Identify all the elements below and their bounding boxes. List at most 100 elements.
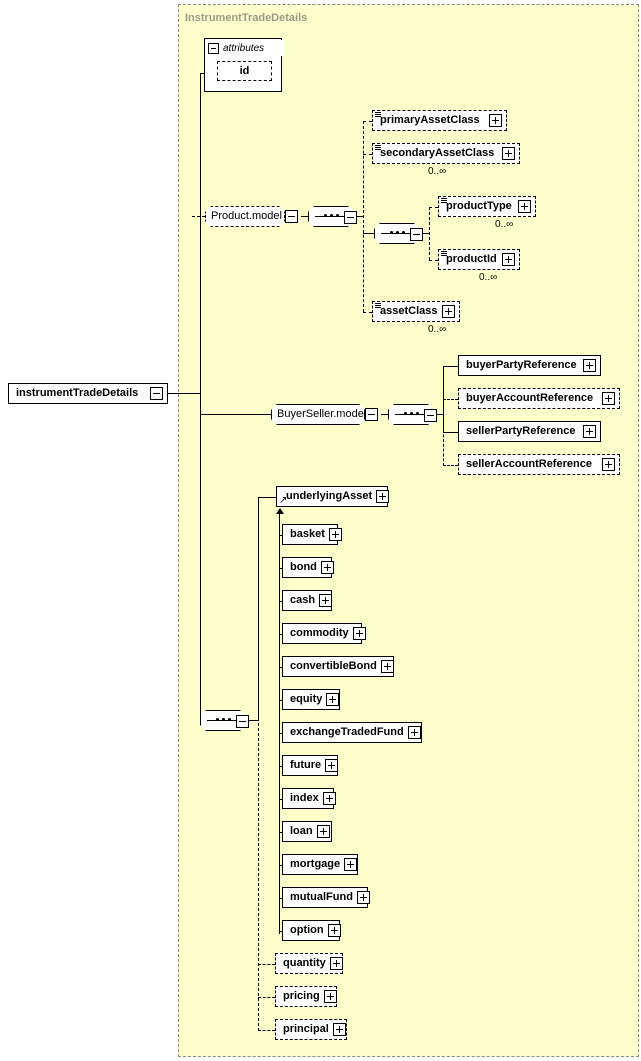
plus-icon[interactable] — [380, 660, 394, 673]
connector-secondaryAssetClass — [363, 154, 372, 155]
plus-icon[interactable] — [326, 693, 340, 706]
element-productType[interactable]: productType — [438, 196, 539, 222]
nested-branch-vertical — [429, 207, 430, 260]
element-primaryAssetClass[interactable]: primaryAssetClass — [372, 110, 510, 136]
element-underlyingAsset[interactable]: ↗ underlyingAsset — [276, 486, 391, 512]
plus-icon[interactable] — [319, 594, 333, 607]
element-principal[interactable]: principal — [275, 1019, 350, 1045]
plus-icon[interactable] — [583, 359, 596, 372]
element-label: secondaryAssetClass — [380, 147, 495, 159]
sequence-icon — [375, 303, 381, 309]
connector-assetClass — [363, 312, 372, 313]
connector-trunk-to-product-model — [192, 216, 205, 217]
occurrence-label: 0..∞ — [428, 324, 447, 335]
plus-icon[interactable] — [489, 114, 502, 127]
minus-icon[interactable] — [150, 387, 163, 400]
attribute-id[interactable]: id — [217, 61, 275, 86]
sequence-icon — [441, 251, 447, 257]
plus-icon[interactable] — [583, 425, 596, 438]
element-secondaryAssetClass[interactable]: secondaryAssetClass — [372, 143, 523, 169]
element-pricing[interactable]: pricing — [275, 986, 340, 1012]
element-sellerAccountReference[interactable]: sellerAccountReference — [458, 454, 623, 480]
connector-trunk-to-buyerseller-model — [200, 414, 271, 415]
plus-icon[interactable] — [332, 1023, 346, 1036]
minus-icon[interactable] — [236, 715, 249, 728]
element-basket[interactable]: basket — [282, 524, 342, 550]
connector-commodity — [279, 634, 284, 635]
element-mortgage[interactable]: mortgage — [282, 854, 361, 880]
plus-icon[interactable] — [502, 147, 515, 160]
model-group-buyerseller[interactable]: BuyerSeller.model — [271, 404, 382, 425]
model-group-product[interactable]: Product.model — [205, 206, 302, 227]
plus-icon[interactable] — [327, 924, 341, 937]
attributes-header[interactable]: attributes — [205, 40, 284, 56]
element-index[interactable]: index — [282, 788, 337, 814]
minus-icon[interactable] — [365, 408, 378, 421]
element-commodity[interactable]: commodity — [282, 623, 366, 649]
root-element-instrumentTradeDetails[interactable]: instrumentTradeDetails — [8, 383, 171, 409]
minus-icon[interactable] — [208, 42, 219, 54]
element-label: mortgage — [290, 858, 341, 870]
element-exchangeTradedFund[interactable]: exchangeTradedFund — [282, 722, 425, 748]
plus-icon[interactable] — [329, 957, 343, 970]
connector-equity — [279, 700, 284, 701]
occurrence-label: 0..∞ — [495, 219, 514, 230]
element-bond[interactable]: bond — [282, 557, 335, 583]
element-cash[interactable]: cash — [282, 590, 335, 616]
element-buyerPartyReference[interactable]: buyerPartyReference — [458, 355, 604, 381]
trunk-line — [200, 73, 201, 721]
plus-icon[interactable] — [502, 253, 515, 266]
element-label: assetClass — [380, 305, 438, 317]
plus-icon[interactable] — [325, 759, 339, 772]
element-label: sellerPartyReference — [466, 425, 576, 437]
element-label: index — [290, 792, 319, 804]
sequence-icon — [375, 112, 381, 118]
connector-option — [279, 931, 284, 932]
element-label: option — [290, 924, 324, 936]
connector-main-seq-out — [248, 720, 259, 721]
element-label: equity — [290, 693, 323, 705]
element-buyerAccountReference[interactable]: buyerAccountReference — [458, 388, 623, 414]
plus-icon[interactable] — [356, 891, 370, 904]
schema-panel — [178, 4, 639, 1057]
occurrence-label: 0..∞ — [428, 166, 447, 177]
element-future[interactable]: future — [282, 755, 341, 781]
plus-icon[interactable] — [316, 825, 330, 838]
element-mutualFund[interactable]: mutualFund — [282, 887, 371, 913]
buyerseller-branch-vertical-dashed — [443, 420, 444, 466]
element-equity[interactable]: equity — [282, 689, 343, 715]
element-convertibleBond[interactable]: convertibleBond — [282, 656, 397, 682]
connector-mortgage — [279, 865, 284, 866]
sequence-icon — [441, 198, 447, 204]
element-quantity[interactable]: quantity — [275, 953, 346, 979]
plus-icon[interactable] — [602, 392, 615, 405]
element-label: future — [290, 759, 322, 771]
attributes-section: attributes id — [204, 38, 284, 92]
element-label: basket — [290, 528, 325, 540]
plus-icon[interactable] — [323, 990, 337, 1003]
plus-icon[interactable] — [442, 305, 455, 318]
plus-icon[interactable] — [322, 792, 336, 805]
minus-icon[interactable] — [424, 409, 437, 422]
connector-buyerseller-to-sequence — [381, 414, 388, 415]
minus-icon[interactable] — [344, 211, 357, 224]
plus-icon[interactable] — [352, 627, 366, 640]
connector-cash — [279, 601, 284, 602]
plus-icon[interactable] — [376, 490, 390, 503]
connector-underlyingAsset — [258, 497, 276, 498]
element-productId[interactable]: productId — [438, 249, 523, 275]
minus-icon[interactable] — [410, 228, 423, 241]
plus-icon[interactable] — [407, 726, 421, 739]
plus-icon[interactable] — [602, 458, 615, 471]
element-assetClass[interactable]: assetClass — [372, 301, 463, 327]
plus-icon[interactable] — [344, 858, 358, 871]
plus-icon[interactable] — [518, 200, 531, 213]
element-option[interactable]: option — [282, 920, 343, 946]
plus-icon[interactable] — [328, 528, 342, 541]
element-loan[interactable]: loan — [282, 821, 335, 847]
element-sellerPartyReference[interactable]: sellerPartyReference — [458, 421, 604, 447]
element-label: buyerPartyReference — [466, 359, 577, 371]
plus-icon[interactable] — [320, 561, 334, 574]
connector-future — [279, 766, 284, 767]
minus-icon[interactable] — [285, 210, 298, 223]
